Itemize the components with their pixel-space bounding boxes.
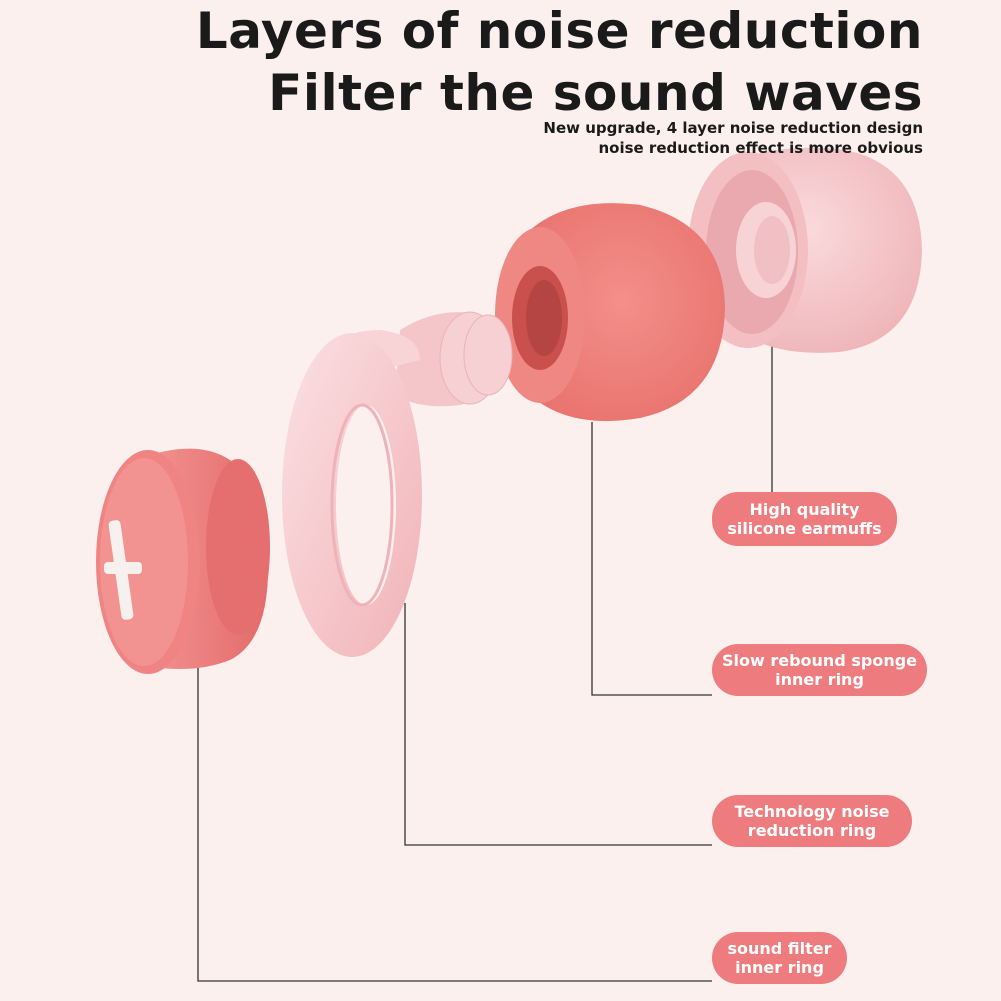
cross-mark-icon xyxy=(104,520,142,620)
sponge-inner-ring xyxy=(495,203,725,422)
leader-line-ring xyxy=(404,603,712,846)
page-subtitle: New upgrade, 4 layer noise reduction des… xyxy=(543,118,923,158)
label-sponge-text: Slow rebound sponge inner ring xyxy=(722,651,918,689)
label-silicone-text: High quality silicone earmuffs xyxy=(727,500,882,538)
title-line-2: Filter the sound waves xyxy=(268,64,923,122)
noise-reduction-ring xyxy=(282,311,513,657)
sound-filter-cap xyxy=(96,448,270,674)
silicone-earmuff xyxy=(688,147,922,353)
leader-lines xyxy=(197,345,773,982)
label-sound-filter: sound filter inner ring xyxy=(712,932,847,984)
label-noise-reduction-ring: Technology noise reduction ring xyxy=(712,795,912,847)
page-title: Layers of noise reduction Filter the sou… xyxy=(196,0,923,124)
leader-line-filter xyxy=(197,660,712,982)
label-silicone-earmuffs: High quality silicone earmuffs xyxy=(712,492,897,546)
leader-line-sponge xyxy=(591,422,712,696)
label-ring-text: Technology noise reduction ring xyxy=(734,802,890,840)
label-filter-text: sound filter inner ring xyxy=(727,939,832,977)
subtitle-line-2: noise reduction effect is more obvious xyxy=(598,139,923,157)
subtitle-line-1: New upgrade, 4 layer noise reduction des… xyxy=(543,119,923,137)
title-line-1: Layers of noise reduction xyxy=(195,2,923,60)
label-sponge-inner-ring: Slow rebound sponge inner ring xyxy=(712,644,927,696)
